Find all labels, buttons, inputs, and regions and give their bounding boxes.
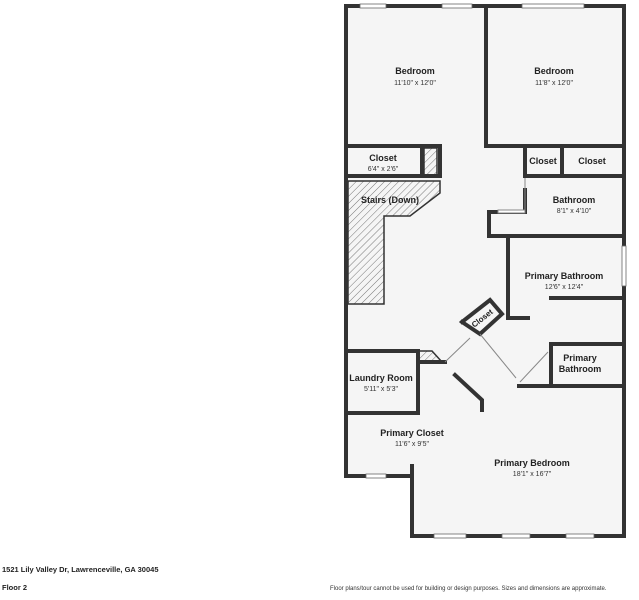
bedroom-2-dims: 11'8" x 12'0": [535, 80, 573, 87]
bathroom-dims: 8'1" x 4'10": [557, 208, 592, 215]
small-closet-2-name: Closet: [578, 156, 606, 166]
primary-bathroom-2-line1: Primary: [563, 353, 597, 363]
floor-fill: [346, 6, 624, 536]
small-closet-1-name: Closet: [529, 156, 557, 166]
property-address: 1521 Lily Valley Dr, Lawrenceville, GA 3…: [2, 565, 159, 574]
walls: [344, 4, 626, 538]
floor-label: Floor 2: [2, 583, 28, 592]
primary-bathroom-dims: 12'6" x 12'4": [545, 284, 584, 291]
disclaimer-text: Floor plans/tour cannot be used for buil…: [330, 586, 607, 592]
primary-closet-name: Primary Closet: [380, 428, 444, 438]
primary-closet-dims: 11'6" x 9'5": [395, 441, 429, 448]
windows: [359, 3, 627, 539]
hall-closet-name: Closet: [369, 153, 397, 163]
hall-closet-dims: 6'4" x 2'6": [368, 166, 399, 173]
laundry-dims: 5'11" x 5'3": [364, 386, 398, 393]
laundry-name: Laundry Room: [349, 373, 413, 383]
primary-bathroom-2-line2: Bathroom: [559, 364, 602, 374]
bedroom-1-dims: 11'10" x 12'0": [394, 80, 436, 87]
primary-bedroom-name: Primary Bedroom: [494, 458, 570, 468]
door-swings: [444, 178, 549, 383]
closet-hatch: [423, 147, 438, 177]
bedroom-2-name: Bedroom: [534, 66, 574, 76]
bedroom-1-name: Bedroom: [395, 66, 435, 76]
primary-bedroom-dims: 18'1" x 16'7": [513, 471, 552, 478]
primary-bathroom-name: Primary Bathroom: [525, 271, 604, 281]
stairs-name: Stairs (Down): [361, 195, 419, 205]
stairs-hatch: [347, 180, 441, 305]
bathroom-name: Bathroom: [553, 195, 596, 205]
